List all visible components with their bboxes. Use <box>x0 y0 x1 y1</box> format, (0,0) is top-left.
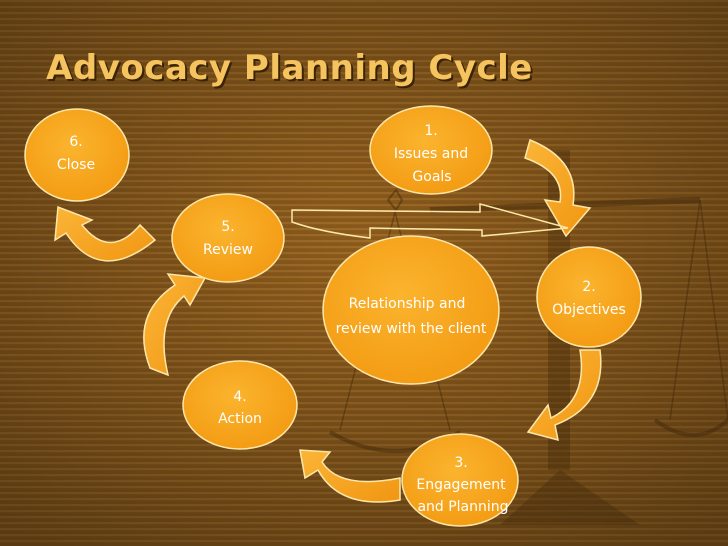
arrow-to-6 <box>54 205 157 262</box>
node-4-label-1: Action <box>218 411 262 427</box>
node-6-close: 6. Close <box>24 108 130 202</box>
node-5-number: 5. <box>221 219 234 235</box>
node-6-label-1: Close <box>57 157 95 173</box>
node-5-label-1: Review <box>203 242 253 258</box>
node-1-issues-and-goals: 1. Issues and Goals <box>369 105 493 195</box>
node-3-number: 3. <box>454 455 467 471</box>
center-line-1: Relationship and <box>349 296 466 312</box>
arrow-3-to-4 <box>299 449 401 503</box>
node-4-action: 4. Action <box>182 360 298 450</box>
node-6-number: 6. <box>69 134 82 150</box>
center-node: Relationship and review with the client <box>322 235 500 385</box>
node-1-number: 1. <box>424 123 437 139</box>
page-title: Advocacy Planning Cycle <box>46 48 533 88</box>
node-1-label-1: Issues and <box>394 146 468 162</box>
node-3-label-2: and Planning <box>417 499 508 515</box>
node-2-number: 2. <box>582 279 595 295</box>
node-1-label-2: Goals <box>412 169 451 185</box>
arrow-1-to-2 <box>524 138 592 238</box>
node-2-label-1: Objectives <box>552 302 626 318</box>
node-4-number: 4. <box>233 389 246 405</box>
node-3-label-1: Engagement <box>416 477 506 493</box>
center-line-2: review with the client <box>336 321 487 337</box>
node-3-engagement-and-planning: 3. Engagement and Planning <box>401 433 519 527</box>
arrow-2-to-3 <box>526 349 602 442</box>
arrow-5-to-2 <box>291 203 569 239</box>
node-2-objectives: 2. Objectives <box>536 246 642 348</box>
arrow-4-to-5 <box>143 273 207 377</box>
node-5-review: 5. Review <box>171 193 285 283</box>
